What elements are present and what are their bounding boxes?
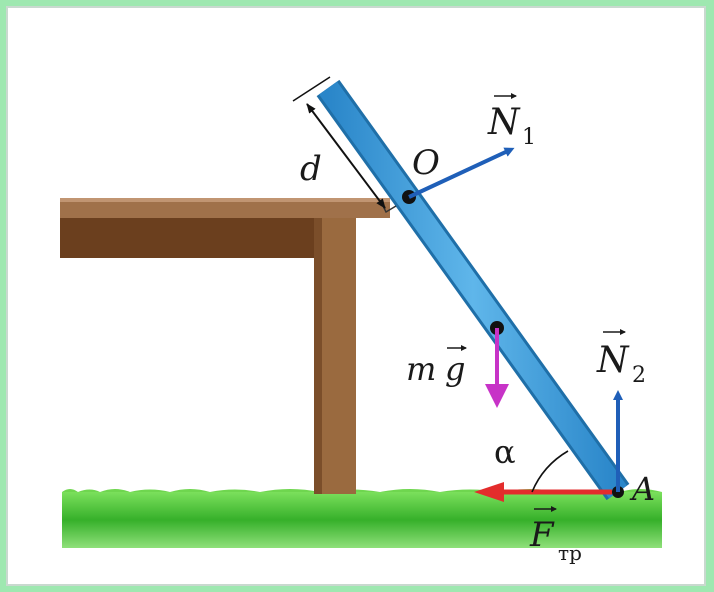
dimension-d bbox=[292, 76, 386, 209]
label-F-symbol: F bbox=[529, 515, 555, 555]
angle-alpha-arc bbox=[531, 450, 569, 493]
label-mg-g: g bbox=[445, 350, 465, 388]
label-N1-subscript: 1 bbox=[522, 125, 536, 150]
label-friction: F тр bbox=[529, 506, 582, 565]
force-N1-arrow bbox=[408, 147, 515, 199]
label-mg: m g bbox=[406, 345, 467, 388]
label-N2: N 2 bbox=[596, 329, 646, 388]
label-F-subscript: тр bbox=[558, 541, 582, 565]
label-N2-symbol: N bbox=[596, 340, 630, 381]
label-mg-m: m bbox=[406, 350, 436, 388]
label-A: A bbox=[629, 470, 655, 508]
label-N2-subscript: 2 bbox=[632, 363, 646, 388]
label-N1: N 1 bbox=[487, 93, 536, 150]
leaning-rod bbox=[316, 79, 630, 501]
friction-arrow bbox=[474, 482, 612, 502]
gravity-arrow bbox=[485, 328, 509, 408]
label-alpha: α bbox=[494, 433, 516, 471]
table bbox=[60, 198, 390, 494]
label-d: d bbox=[300, 149, 322, 189]
ground-grass bbox=[62, 489, 662, 548]
label-O: O bbox=[412, 143, 440, 183]
label-N1-symbol: N bbox=[487, 102, 521, 143]
